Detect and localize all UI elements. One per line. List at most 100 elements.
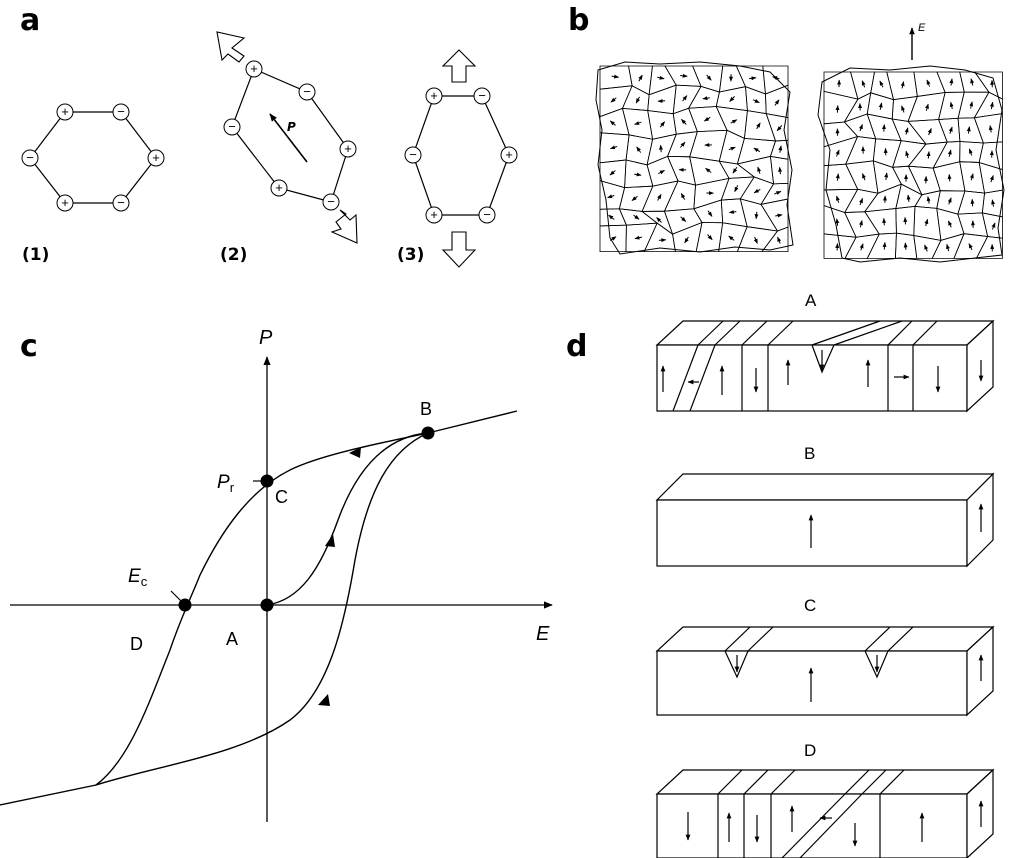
charges-state-3: + − + − + − <box>404 87 518 224</box>
grain <box>718 129 745 165</box>
panel-c-letter: c <box>20 329 38 364</box>
grain <box>845 136 877 165</box>
domain-arrow <box>756 122 761 130</box>
domain-arrow <box>634 235 643 240</box>
domain-arrow <box>658 238 667 243</box>
grain <box>957 117 984 144</box>
grain <box>647 84 677 115</box>
grain <box>981 189 1003 218</box>
domain-arrow <box>968 148 973 156</box>
domain-arrow <box>635 96 641 104</box>
charge-plus: + <box>339 140 357 158</box>
grain <box>599 208 628 227</box>
grain <box>907 119 948 145</box>
grain <box>872 160 902 194</box>
svg-text:+: + <box>152 150 160 165</box>
charge-minus: − <box>21 149 39 167</box>
domain-arrow <box>728 209 737 214</box>
block-A <box>655 319 995 413</box>
x-axis-label: E <box>536 623 550 645</box>
grain <box>599 107 630 136</box>
domain-arrow <box>949 78 954 86</box>
domain-arrow <box>969 173 974 181</box>
block-label-C: C <box>804 596 816 615</box>
panel-d-letter: d <box>566 329 588 364</box>
domain-arrow <box>927 128 932 136</box>
domain-arrow <box>905 150 910 159</box>
domain-arrow <box>681 119 687 125</box>
grain-cluster-unpoled <box>595 61 794 255</box>
domain-arrow <box>609 170 616 176</box>
grain <box>720 176 755 201</box>
domain-arrow <box>734 185 739 193</box>
charge-plus: + <box>425 87 443 105</box>
domain-arrow <box>609 120 616 126</box>
domain-arrow <box>901 105 906 113</box>
charge-plus: + <box>500 146 518 164</box>
grain <box>864 208 897 235</box>
grain <box>687 85 720 109</box>
domain-arrow <box>774 99 780 106</box>
domain-arrow <box>749 76 757 81</box>
panel-c: P E B C A D Pr Ec <box>0 327 553 822</box>
charges-state-1: + − + − + − <box>21 103 165 212</box>
field-label: E <box>918 22 926 34</box>
svg-text:+: + <box>505 147 513 162</box>
domain-arrow <box>924 218 929 227</box>
polarization-arrow <box>269 113 308 163</box>
svg-text:−: − <box>26 150 34 165</box>
domain-arrow <box>903 242 908 250</box>
domain-arrow <box>968 243 973 251</box>
grain <box>975 236 1003 259</box>
panel-a-letter: a <box>20 3 41 38</box>
hexagon-state-2 <box>231 68 349 203</box>
domain-arrow <box>778 145 783 153</box>
charge-plus: + <box>270 179 288 197</box>
domain-arrow <box>925 103 929 111</box>
state-label-3: (3) <box>397 245 424 265</box>
charge-minus: − <box>404 146 422 164</box>
grain <box>599 85 633 118</box>
grain <box>599 159 627 189</box>
domain-arrow <box>636 146 642 153</box>
grain <box>907 141 948 169</box>
grain <box>913 234 942 259</box>
domain-arrow <box>879 80 884 88</box>
direction-arrow-upper <box>349 447 361 458</box>
state-label-2: (2) <box>220 245 247 265</box>
grain <box>672 84 702 115</box>
domain-arrow <box>906 194 911 202</box>
grain <box>886 71 918 101</box>
domain-arrow <box>730 119 738 124</box>
domain-arrow <box>729 96 735 102</box>
hexagon-state-1 <box>29 111 157 204</box>
domain-arrow <box>926 151 931 159</box>
domain-arrow <box>680 192 686 200</box>
charge-minus: − <box>112 103 130 121</box>
domain-arrow <box>658 169 665 175</box>
domain-arrow <box>947 149 952 157</box>
grain <box>936 190 966 215</box>
domain-arrow <box>707 234 713 241</box>
initial-curve <box>266 432 429 606</box>
domain-arrow <box>882 242 887 250</box>
charge-minus: − <box>473 87 491 105</box>
domain-arrows-random <box>607 73 783 244</box>
point-B <box>421 426 435 440</box>
point-A <box>260 598 274 612</box>
domain-arrow <box>705 167 712 173</box>
svg-text:−: − <box>228 119 236 134</box>
domain-arrow <box>878 102 883 110</box>
grain <box>760 198 789 232</box>
grain <box>957 91 990 119</box>
domain-arrow <box>835 149 840 157</box>
domain-arrow <box>991 222 996 230</box>
domain-arrow <box>947 197 952 205</box>
domain-arrow <box>753 236 758 244</box>
domain-arrow <box>991 199 996 207</box>
domain-arrow <box>607 194 615 199</box>
remanent-polarization-label: Pr <box>217 472 235 495</box>
charge-minus: − <box>223 118 241 136</box>
grain <box>844 211 880 238</box>
hexagon-state-3 <box>412 95 510 216</box>
